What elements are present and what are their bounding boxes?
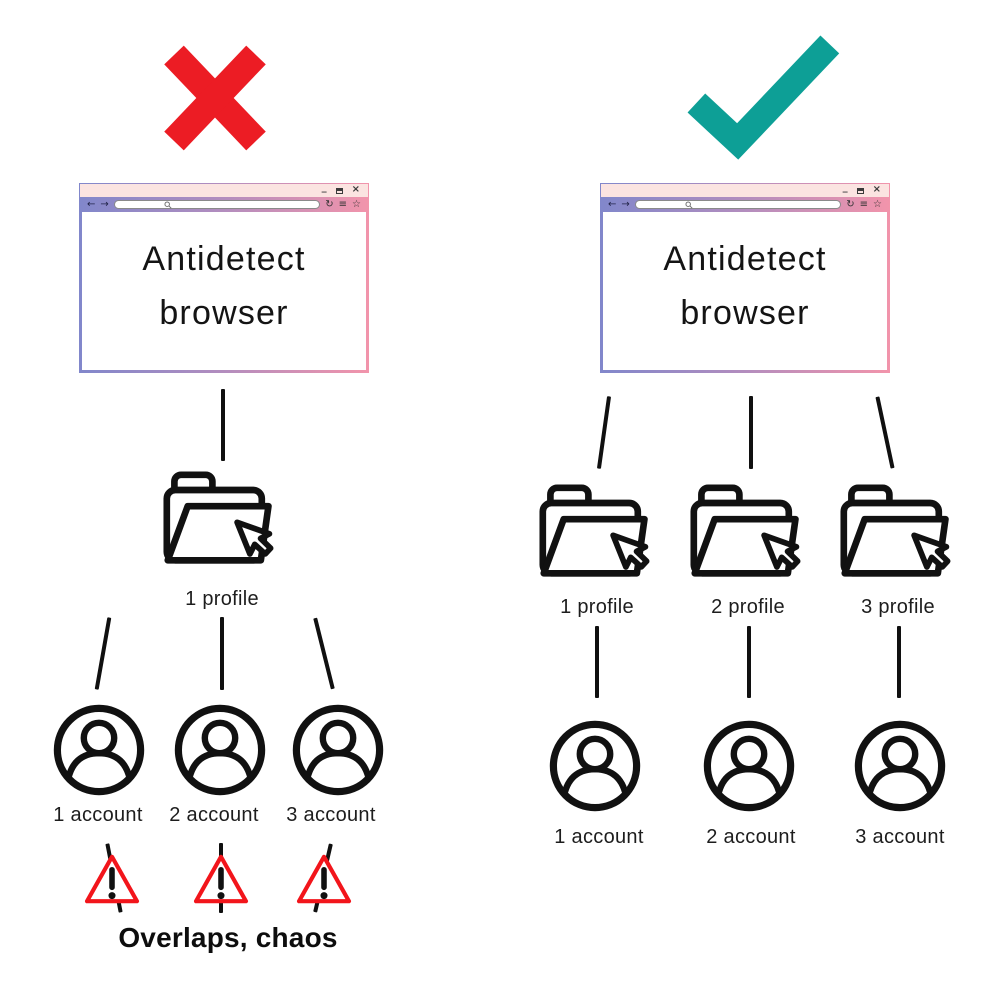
forward-icon[interactable]: → [621,198,630,210]
account-person-icon [852,718,948,814]
refresh-icon[interactable]: ↻ [325,198,334,210]
bookmark-star-icon[interactable]: ☆ [873,198,882,210]
folder-cursor-icon [539,484,653,598]
browser-titlebar: _ × [601,181,889,197]
browser-content: Antidetect browser [603,212,887,370]
minimize-icon[interactable]: _ [842,181,848,193]
close-icon[interactable]: × [872,184,881,195]
maximize-icon[interactable] [335,187,343,194]
address-bar[interactable] [634,200,842,209]
folder-cursor-icon [690,484,804,598]
account-label: 2 account [169,804,259,826]
minimize-icon[interactable]: _ [321,181,327,193]
connector-line [747,626,751,698]
x-mark-icon [164,45,266,151]
close-icon[interactable]: × [351,184,360,195]
folder-cursor-icon [840,484,954,598]
browser-toolbar: ← → ↻ ≡ ☆ [79,197,369,212]
browser-titlebar: _ × [80,181,368,197]
browser-title-text: Antidetect browser [663,240,827,333]
menu-icon[interactable]: ≡ [859,198,869,210]
connector-line [94,617,112,690]
bookmark-star-icon[interactable]: ☆ [352,198,361,210]
connector-line [595,626,599,698]
account-label: 1 account [53,804,143,826]
warning-triangle-icon [296,854,352,904]
account-label: 3 account [855,826,945,848]
account-label: 3 account [286,804,376,826]
profile-label: 1 profile [560,596,634,618]
browser-window-bad: _ × ← → ↻ ≡ ☆ Antidetect browser [79,181,369,373]
account-person-icon [290,702,386,798]
refresh-icon[interactable]: ↻ [846,198,855,210]
browser-toolbar: ← → ↻ ≡ ☆ [600,197,890,212]
connector-line [875,396,895,469]
maximize-icon[interactable] [856,187,864,194]
account-person-icon [701,718,797,814]
forward-icon[interactable]: → [100,198,109,210]
warning-triangle-icon [84,854,140,904]
account-label: 1 account [554,826,644,848]
back-icon[interactable]: ← [608,198,617,210]
search-icon [685,200,693,209]
account-person-icon [172,702,268,798]
account-person-icon [51,702,147,798]
profile-label: 2 profile [711,596,785,618]
warning-triangle-icon [193,854,249,904]
connector-line [220,617,224,690]
connector-line [749,396,753,469]
profile-label: 3 profile [861,596,935,618]
menu-icon[interactable]: ≡ [338,198,348,210]
account-label: 2 account [706,826,796,848]
browser-window-good: _ × ← → ↻ ≡ ☆ Antidetect browser [600,181,890,373]
browser-title-text: Antidetect browser [142,240,306,333]
folder-cursor-icon [163,471,277,585]
chaos-caption: Overlaps, chaos [118,922,338,953]
back-icon[interactable]: ← [87,198,96,210]
check-mark-icon [687,35,840,160]
address-bar[interactable] [113,200,321,209]
connector-line [596,396,612,469]
account-person-icon [547,718,643,814]
connector-line [221,389,225,461]
connector-line [897,626,901,698]
search-icon [164,200,172,209]
connector-line [313,617,335,690]
profile-label: 1 profile [185,588,259,610]
browser-content: Antidetect browser [82,212,366,370]
